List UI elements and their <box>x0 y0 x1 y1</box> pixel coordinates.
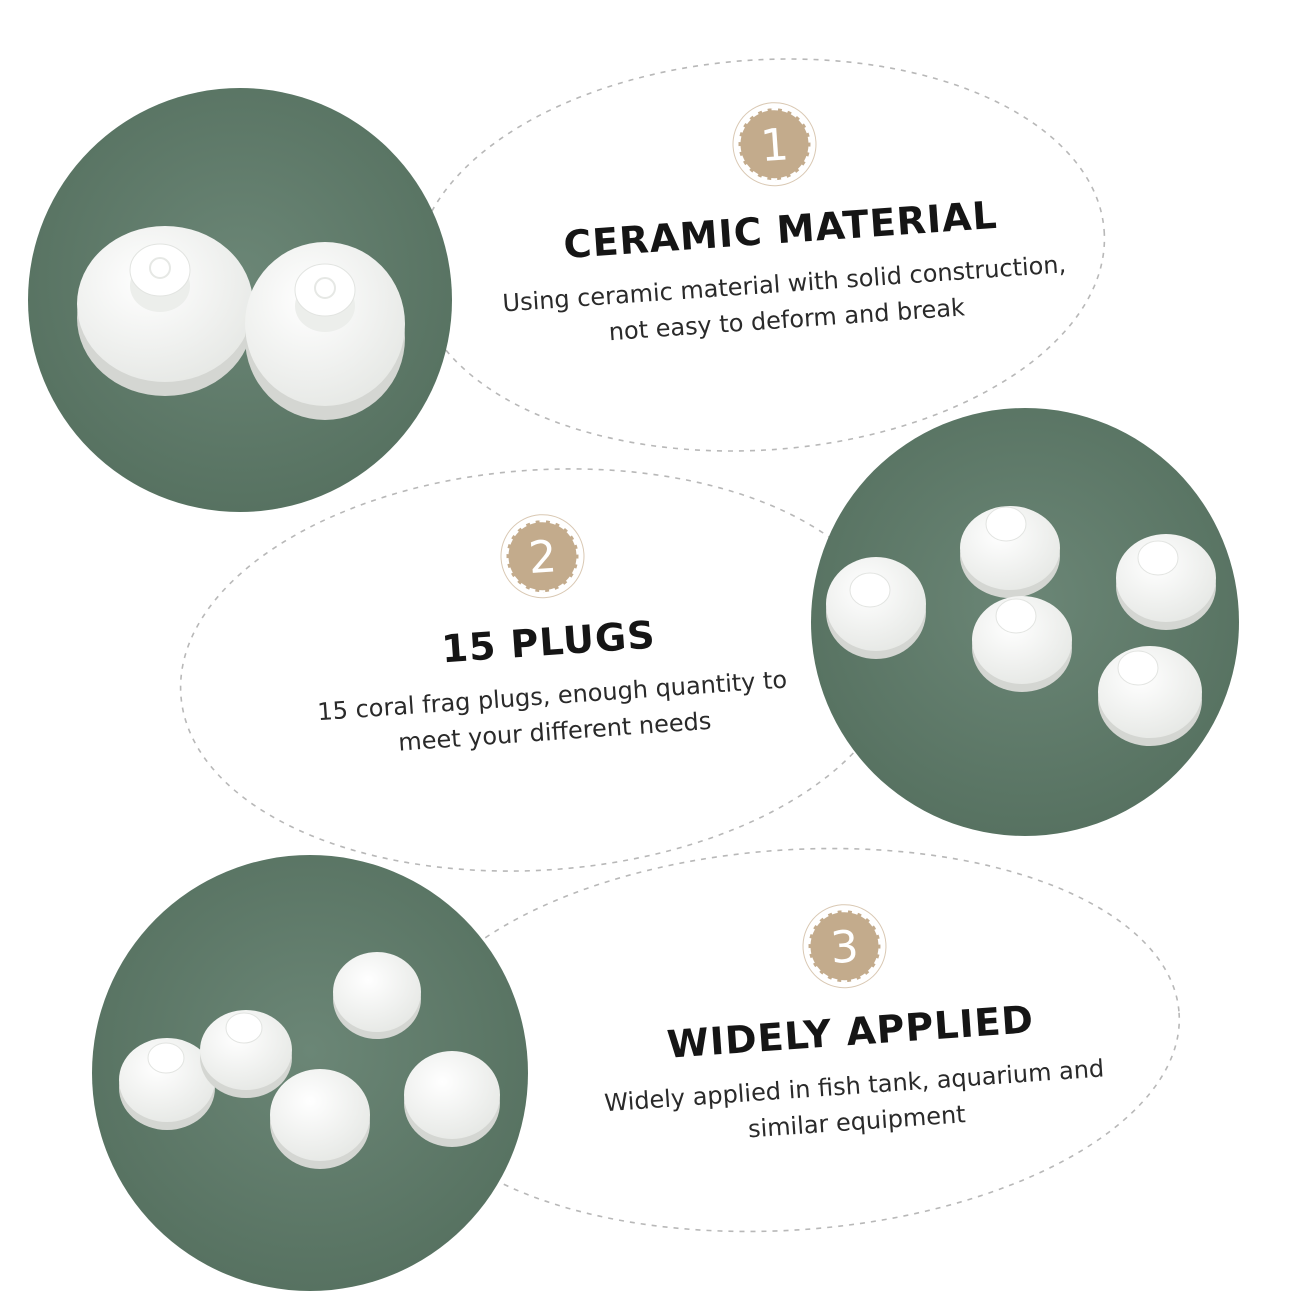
plug-image <box>333 952 421 1039</box>
number-badge: 1 <box>736 105 813 183</box>
plug-image <box>826 557 926 659</box>
plug-image <box>200 1010 292 1098</box>
dashed-outline-1 <box>414 58 1106 452</box>
plug-image <box>270 1069 370 1169</box>
photo-two-plugs <box>28 88 452 512</box>
feature-15-plugs: 2 15 PLUGS 15 coral frag plugs, enough q… <box>271 501 826 768</box>
feature-widely-applied: 3 WIDELY APPLIED Widely applied in fish … <box>553 890 1148 1160</box>
number-badge: 3 <box>806 907 883 985</box>
plug-image <box>972 596 1072 692</box>
plug-image <box>245 242 405 420</box>
plug-image <box>1098 646 1202 746</box>
photo-mixed-plugs <box>92 855 528 1291</box>
feature-ceramic-material: 1 CERAMIC MATERIAL Using ceramic materia… <box>463 87 1098 360</box>
plug-image <box>77 226 253 396</box>
plug-image <box>119 1038 215 1130</box>
number-badge: 2 <box>504 517 581 595</box>
plug-image <box>960 506 1060 598</box>
photo-five-plugs <box>811 408 1239 836</box>
plug-image <box>1116 534 1216 630</box>
plug-image <box>404 1051 500 1147</box>
